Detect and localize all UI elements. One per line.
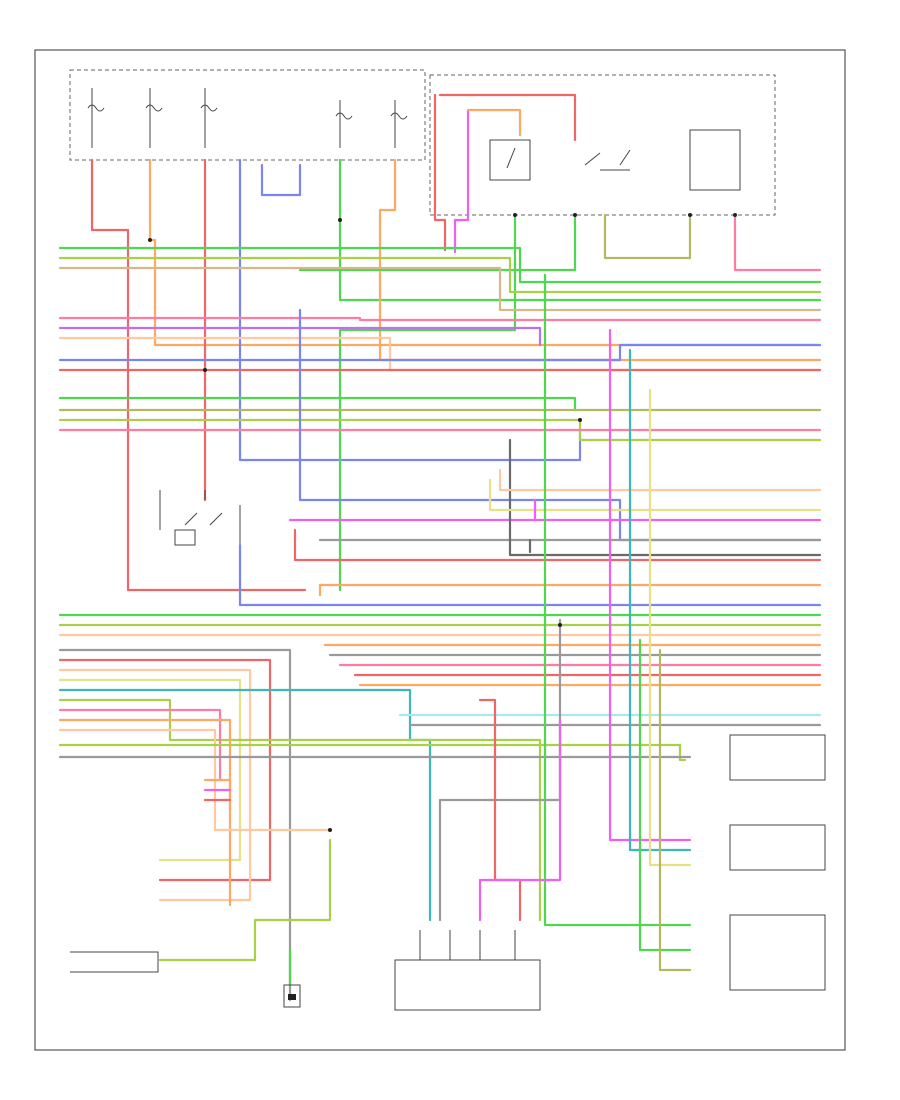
junction-dots [148, 213, 737, 832]
diagram-frame [34, 49, 846, 1051]
fuse-block-box [69, 69, 426, 161]
ground-icon [283, 984, 301, 1008]
wire-bundle-top [90, 93, 822, 592]
wire-bundle-left [58, 246, 822, 562]
wire-bundle-lower [58, 273, 822, 1002]
sensor-bracket [70, 951, 159, 973]
relay-module-box [429, 74, 776, 216]
sensor-box-1 [729, 734, 826, 781]
relay-switch-icon [159, 490, 241, 546]
connector-box [394, 959, 541, 1011]
relay-switch-icon [489, 129, 741, 191]
control-module-box [729, 914, 826, 991]
connector-icon [419, 930, 516, 960]
sensor-box-2 [729, 824, 826, 871]
fuse-icon [87, 88, 408, 148]
